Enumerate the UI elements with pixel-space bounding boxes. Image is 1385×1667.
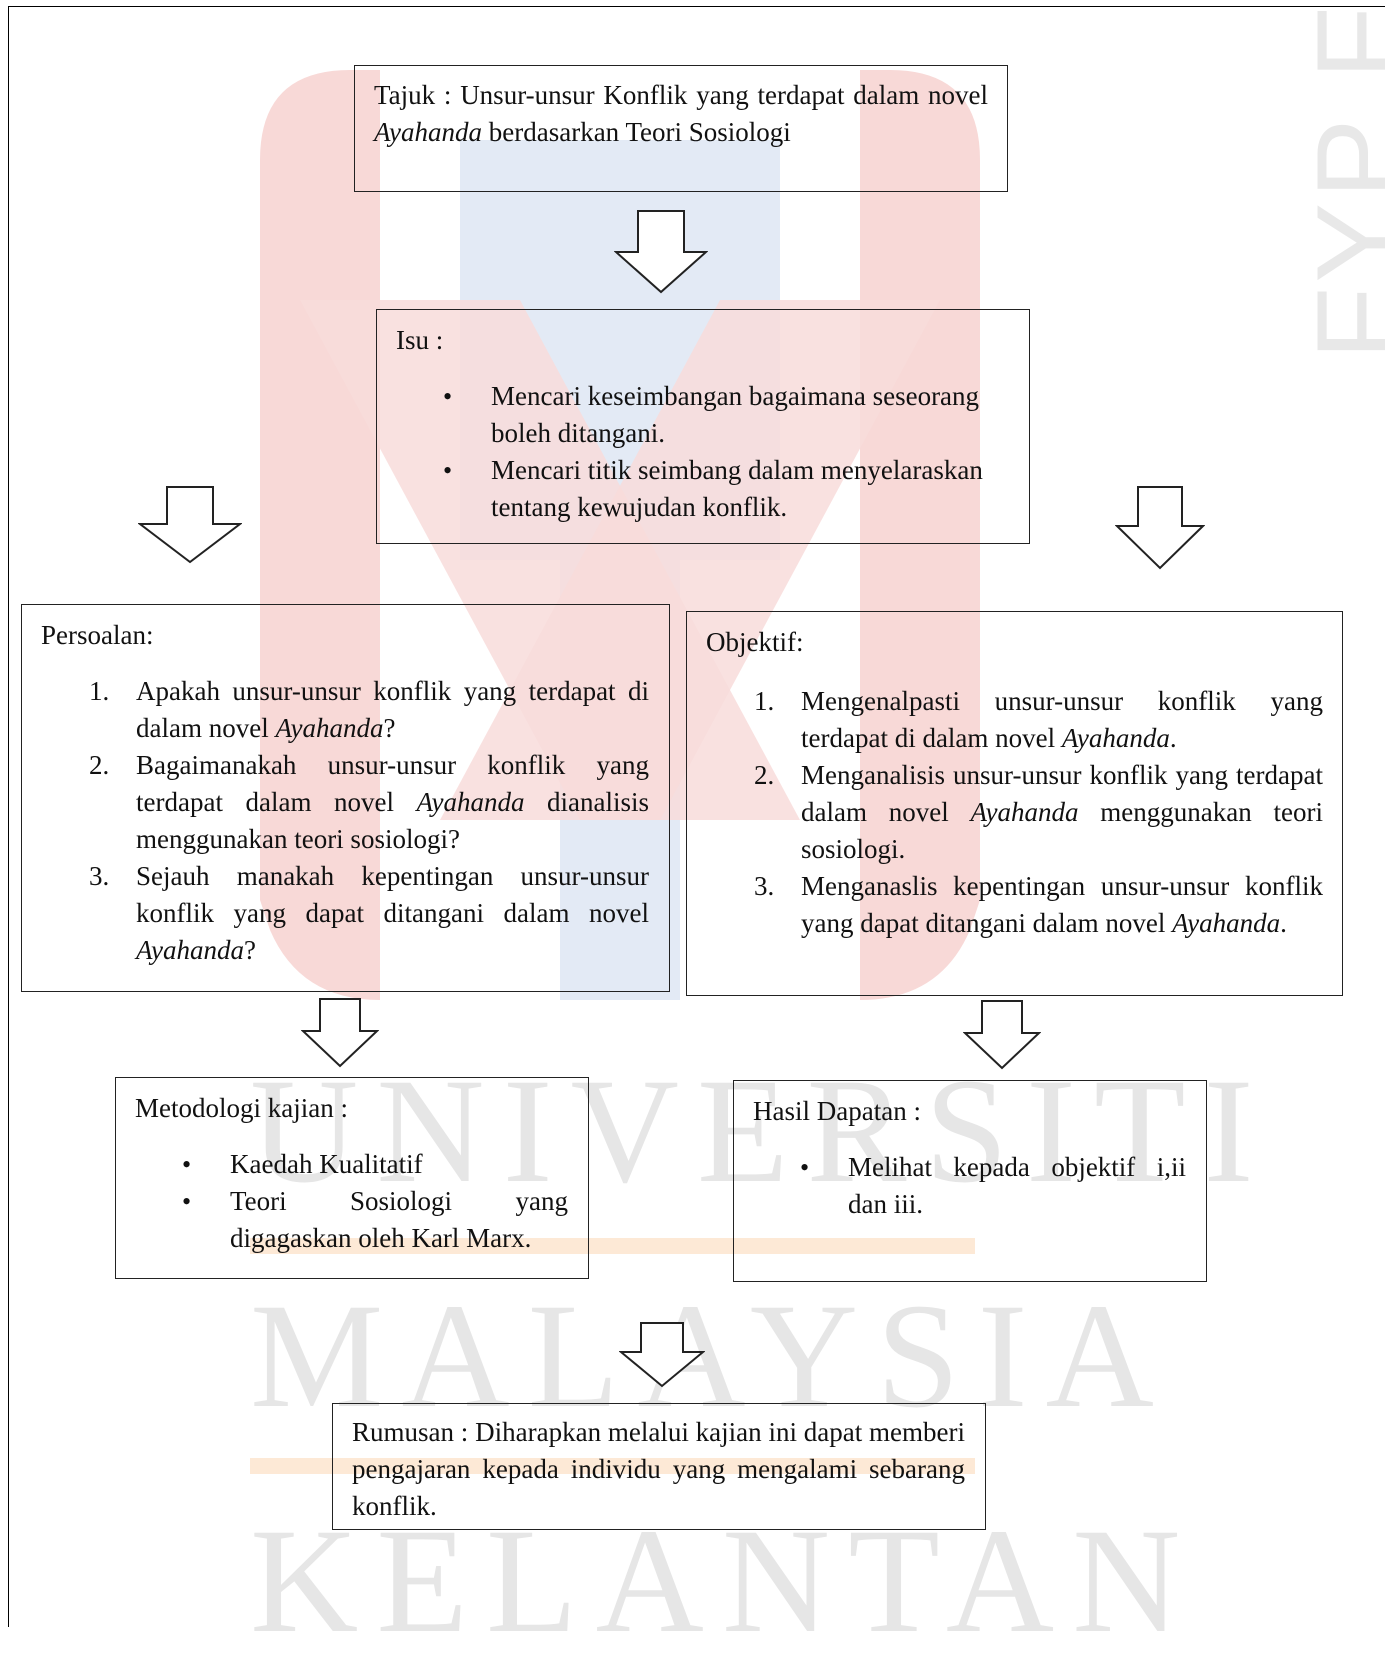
watermark-malaysia: MALAYSIA [250, 1273, 1172, 1439]
hasil-dapatan-label: Hasil Dapatan : [753, 1096, 921, 1126]
persoalan-box: Persoalan: 1.Apakah unsur-unsur konflik … [21, 604, 670, 992]
metodologi-label: Metodologi kajian : [135, 1093, 348, 1123]
isu-item: Mencari titik seimbang dalam menyelarask… [443, 452, 1010, 526]
persoalan-label: Persoalan: [41, 620, 154, 650]
metodologi-item: Kaedah Kualitatif [182, 1146, 568, 1183]
hasil-dapatan-box: Hasil Dapatan : Melihat kepada objektif … [733, 1080, 1207, 1282]
objektif-item: 3.Menganaslis kepentingan unsur-unsur ko… [754, 871, 1323, 938]
arrow-down-icon [619, 1322, 705, 1388]
isu-box: Isu : Mencari keseimbangan bagaimana ses… [376, 309, 1030, 544]
isu-list: Mencari keseimbangan bagaimana seseorang… [396, 378, 1010, 526]
hasil-dapatan-list: Melihat kepada objektif i,ii dan iii. [753, 1149, 1186, 1223]
metodologi-item: Teori Sosiologi yang digagaskan oleh Kar… [182, 1183, 568, 1257]
objektif-box: Objektif: 1.Mengenalpasti unsur-unsur ko… [686, 611, 1343, 996]
arrow-down-icon [963, 1000, 1041, 1070]
objektif-label: Objektif: [706, 627, 804, 657]
isu-item: Mencari keseimbangan bagaimana seseorang… [443, 378, 1010, 452]
persoalan-item: 2.Bagaimanakah unsur-unsur konflik yang … [89, 750, 649, 854]
arrow-down-icon [138, 486, 242, 564]
arrow-down-icon [614, 210, 708, 294]
objektif-list: 1.Mengenalpasti unsur-unsur konflik yang… [706, 683, 1323, 942]
persoalan-item: 1.Apakah unsur-unsur konflik yang terdap… [89, 676, 649, 743]
tajuk-text: Tajuk : Unsur-unsur Konflik yang terdapa… [374, 80, 988, 147]
tajuk-box: Tajuk : Unsur-unsur Konflik yang terdapa… [354, 65, 1008, 192]
metodologi-box: Metodologi kajian : Kaedah Kualitatif Te… [115, 1077, 589, 1279]
page-frame [8, 6, 1385, 1627]
arrow-down-icon [1115, 486, 1205, 570]
hasil-dapatan-item: Melihat kepada objektif i,ii dan iii. [800, 1149, 1186, 1223]
rumusan-text: Rumusan : Diharapkan melalui kajian ini … [352, 1417, 965, 1521]
metodologi-list: Kaedah Kualitatif Teori Sosiologi yang d… [135, 1146, 568, 1257]
objektif-item: 2.Menganalisis unsur-unsur konflik yang … [754, 760, 1323, 864]
persoalan-item: 3.Sejauh manakah kepentingan unsur-unsur… [89, 861, 649, 965]
rumusan-box: Rumusan : Diharapkan melalui kajian ini … [332, 1403, 986, 1530]
objektif-item: 1.Mengenalpasti unsur-unsur konflik yang… [754, 686, 1323, 753]
isu-label: Isu : [396, 325, 444, 355]
persoalan-list: 1.Apakah unsur-unsur konflik yang terdap… [41, 673, 649, 969]
arrow-down-icon [301, 998, 379, 1068]
